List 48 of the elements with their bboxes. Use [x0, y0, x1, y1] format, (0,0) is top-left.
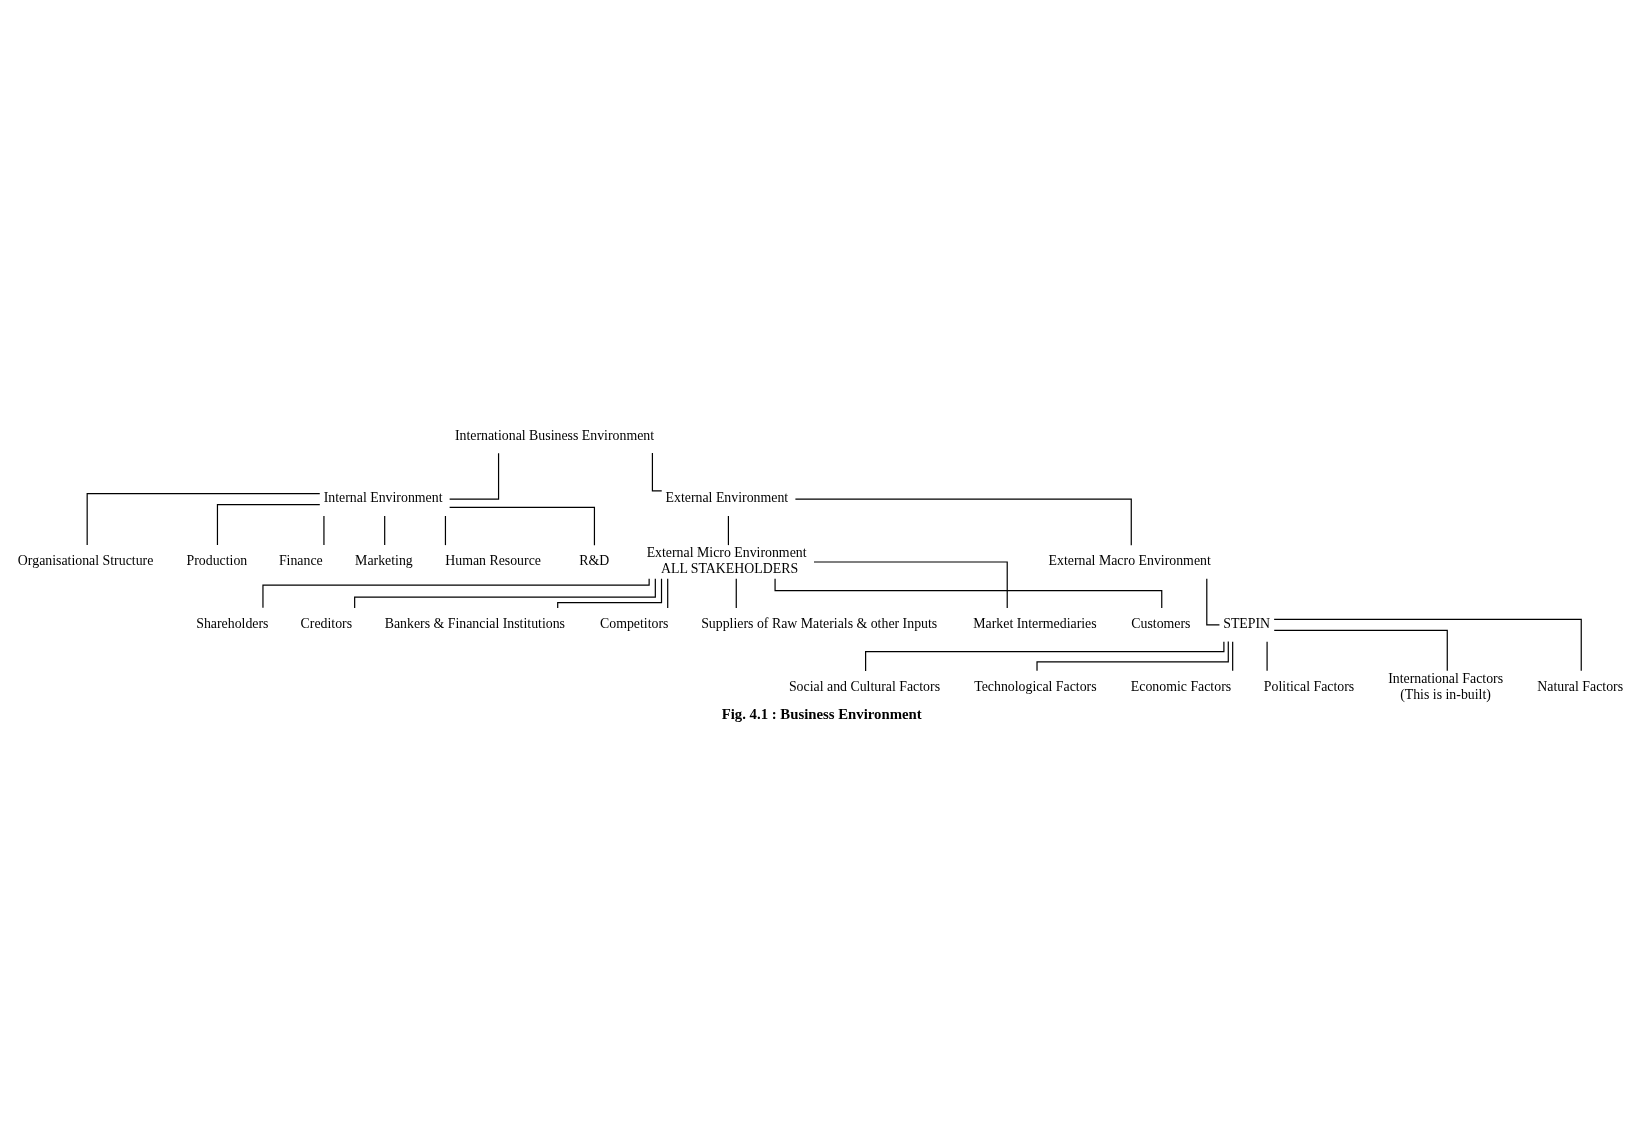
connector	[262, 578, 650, 609]
connector	[667, 578, 669, 609]
node-text: Customers	[1131, 616, 1191, 632]
connector	[384, 515, 386, 546]
node-text: Technological Factors	[974, 678, 1097, 694]
node-text: International Business Environment	[454, 427, 655, 443]
connector	[216, 504, 321, 546]
node-text: Organisational Structure	[17, 553, 154, 569]
connector	[1036, 640, 1229, 672]
node-text: R&D	[579, 553, 610, 569]
connector	[813, 561, 1008, 609]
connector	[449, 452, 500, 500]
connector	[354, 578, 656, 609]
connector	[86, 493, 321, 546]
node-text: Production	[186, 553, 248, 569]
caption: Fig. 4.1 : Business Environment	[721, 705, 922, 722]
node-text: International Factors (This is in-built)	[1388, 671, 1504, 702]
node-text: External Macro Environment	[1048, 553, 1211, 569]
node-text: Suppliers of Raw Materials & other Inputs	[701, 616, 938, 632]
node-text: Economic Factors	[1130, 678, 1232, 694]
node-text: Marketing	[355, 553, 413, 569]
connector	[1266, 641, 1268, 672]
node-text: Political Factors	[1263, 678, 1355, 694]
node-text: Shareholders	[196, 616, 269, 632]
node-text: Finance	[278, 553, 323, 569]
connector	[449, 506, 596, 546]
node-text: Human Resource	[445, 553, 541, 569]
node-text: Competitors	[599, 616, 669, 632]
connector	[444, 515, 447, 546]
node-text: Creditors	[300, 616, 353, 632]
node-text: Social and Cultural Factors	[788, 678, 941, 694]
node-text: External Micro Environment ALL STAKEHOLDERS	[646, 545, 807, 577]
node-text: External Environment	[665, 490, 789, 506]
connector	[323, 515, 325, 546]
node-text: STEPIN	[1223, 616, 1271, 632]
connector	[794, 498, 1132, 546]
node-text: Internal Environment	[323, 490, 443, 506]
node-text: Natural Factors	[1537, 678, 1624, 694]
connector	[735, 578, 737, 609]
connector	[1206, 578, 1221, 626]
connector	[1273, 618, 1582, 672]
connector	[727, 515, 729, 546]
connector	[651, 452, 663, 492]
node-text: Bankers & Financial Institutions	[384, 616, 566, 632]
node-text: Market Intermediaries	[973, 616, 1097, 632]
connector	[1273, 629, 1448, 672]
connector	[1232, 641, 1234, 672]
connector	[557, 578, 663, 609]
